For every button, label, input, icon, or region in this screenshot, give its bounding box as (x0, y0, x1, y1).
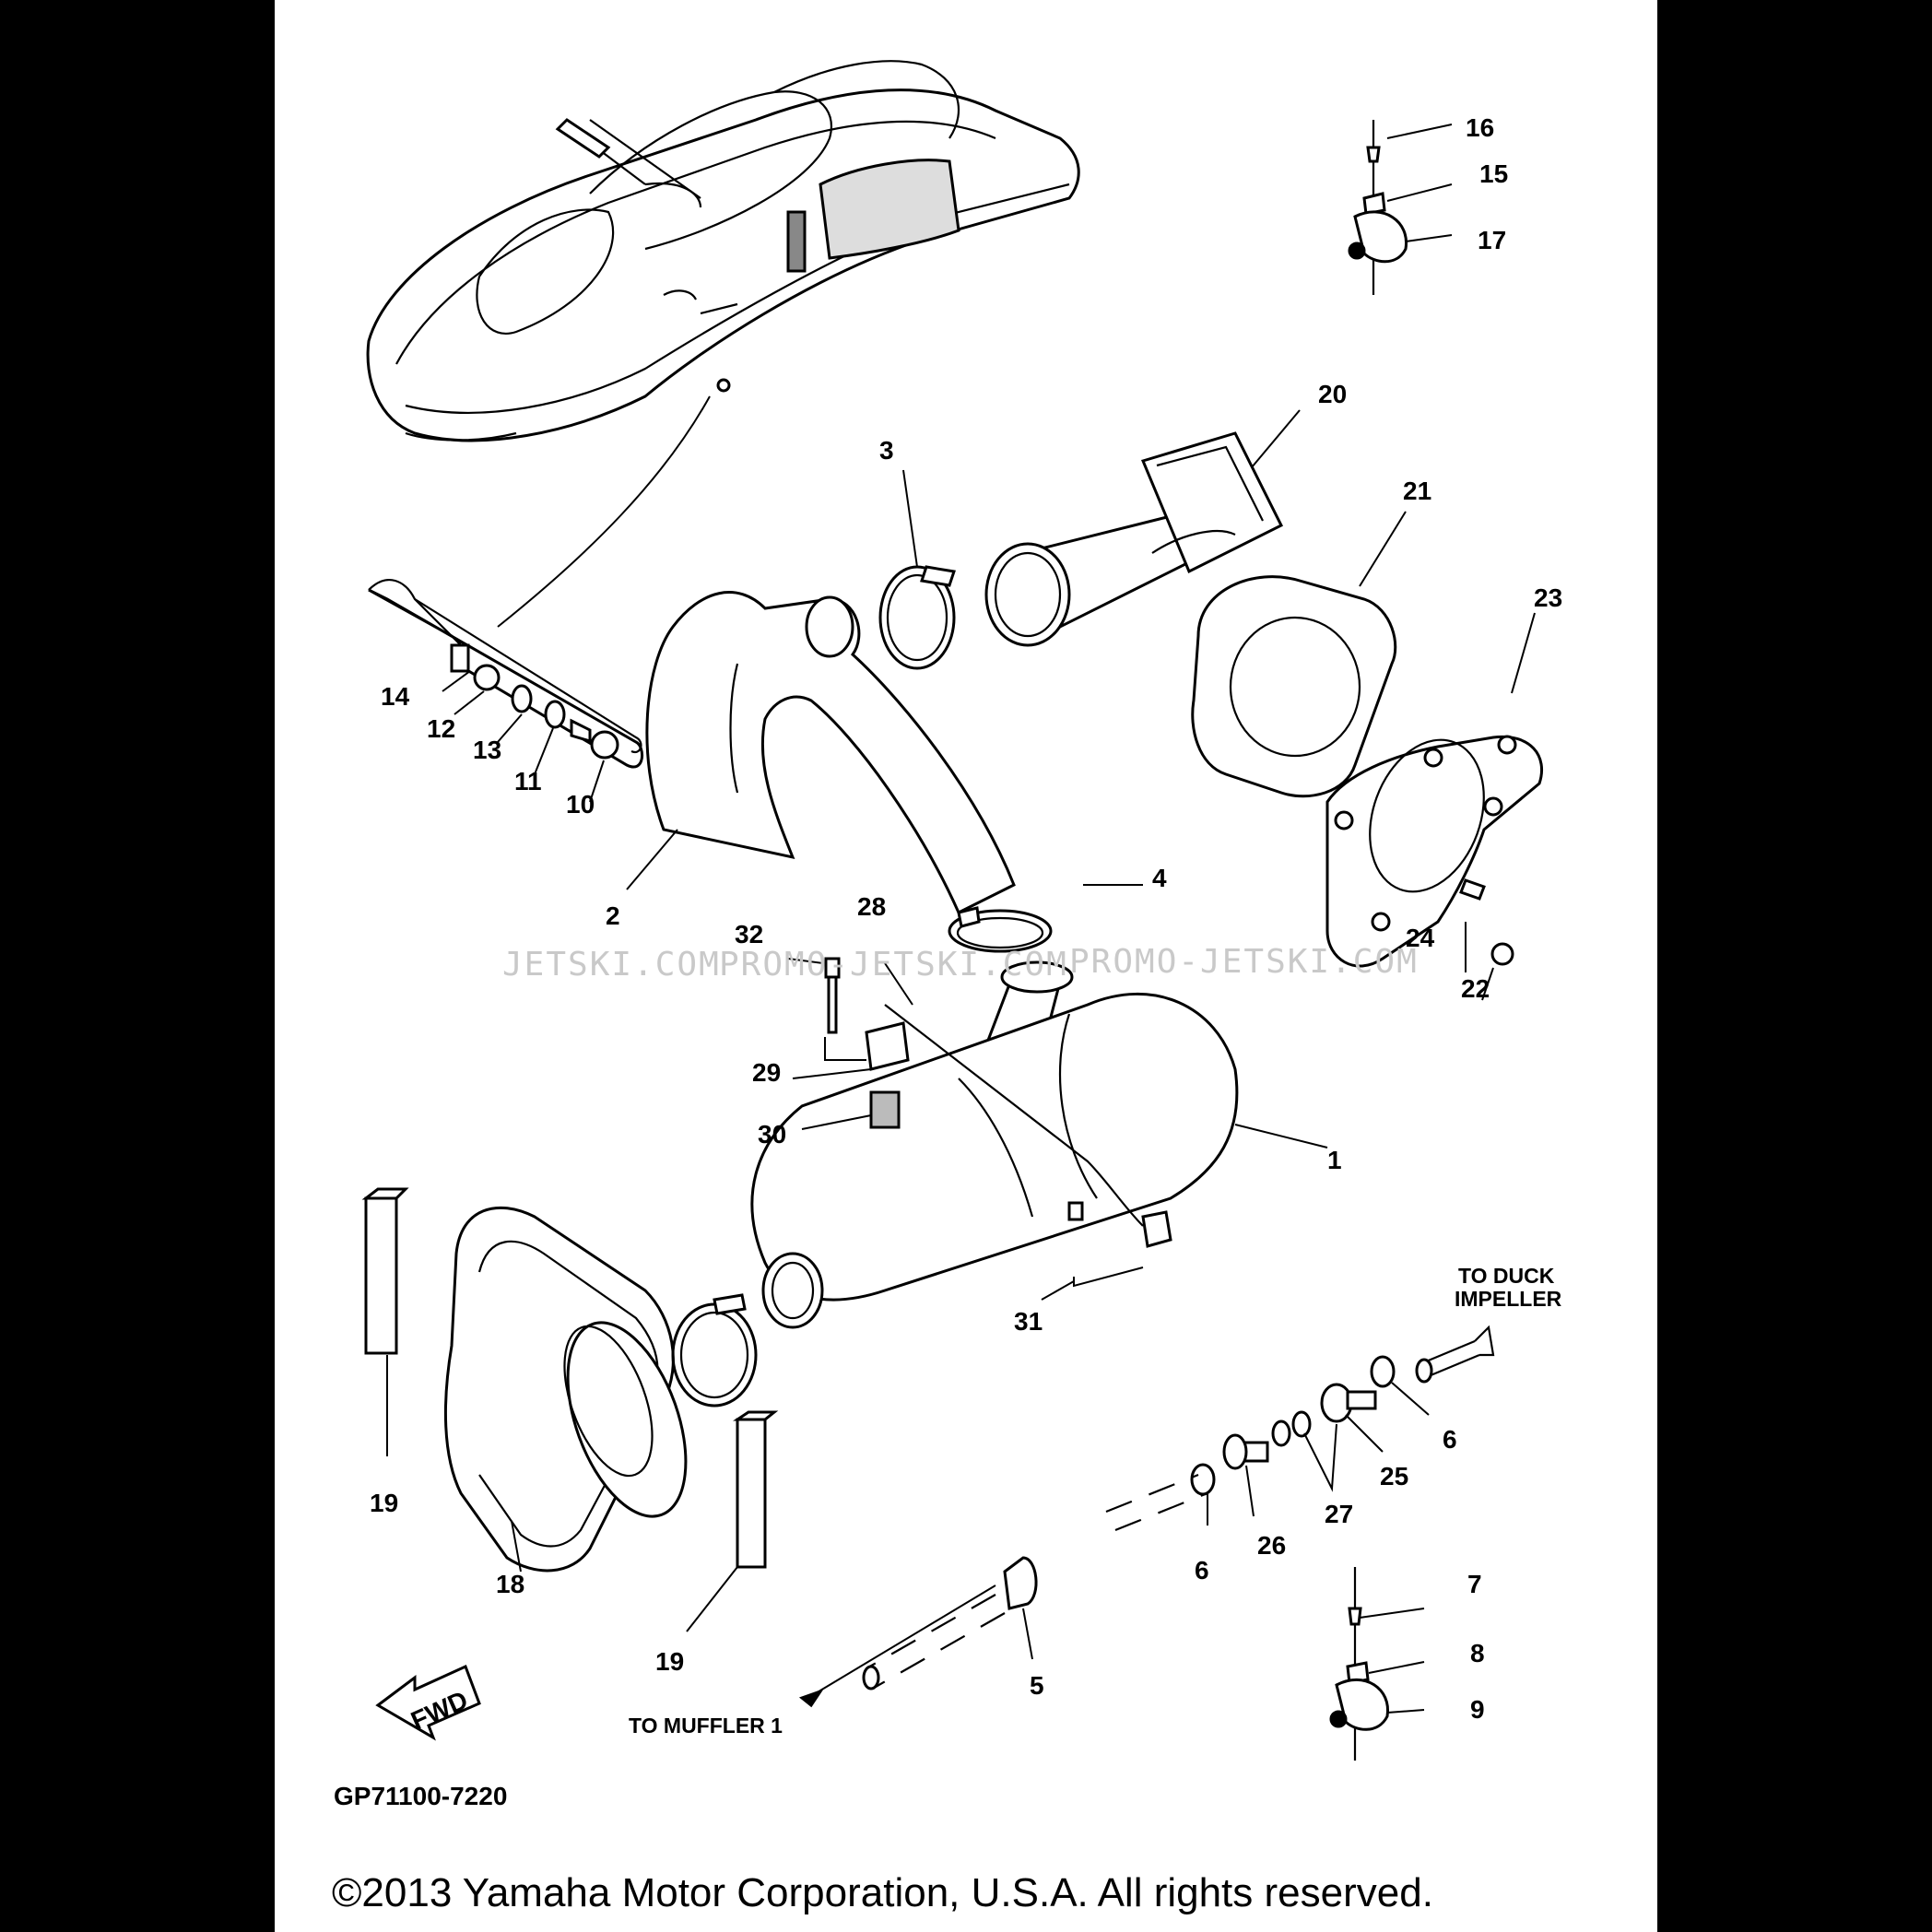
callout-30: 30 (758, 1120, 786, 1149)
callout-11: 11 (514, 767, 542, 795)
spacer-19b (733, 1410, 779, 1569)
clip-set-7-9 (1329, 1567, 1390, 1761)
muffler-1 (750, 960, 1239, 1329)
callout-labels: 16 15 17 20 21 23 3 4 2 14 12 13 11 10 2… (370, 113, 1562, 1724)
callout-20: 20 (1318, 380, 1347, 408)
spacer-19a (361, 1187, 409, 1355)
bypass-hose-assembly (798, 1325, 1495, 1708)
callout-19-left: 19 (370, 1489, 398, 1517)
callout-22: 22 (1461, 974, 1490, 1003)
direction-labels: TO DUCK IMPELLER TO MUFFLER 1 FWD (406, 1264, 1562, 1738)
watermark: JETSKI.COM PROMO-JETSKI.COM PROMO-JETSKI… (502, 943, 1419, 984)
callout-28: 28 (857, 892, 886, 921)
callout-5: 5 (1030, 1671, 1044, 1700)
callout-19-bottom: 19 (655, 1647, 684, 1676)
bracket-hardware (824, 957, 1172, 1248)
callout-6-right: 6 (1443, 1425, 1457, 1454)
callout-14: 14 (381, 682, 410, 711)
watermark-text-2: PROMO-JETSKI.COM (719, 946, 1068, 984)
callout-8: 8 (1470, 1639, 1485, 1667)
rubber-boot-18 (443, 1206, 688, 1573)
callout-9: 9 (1470, 1695, 1485, 1724)
hose-clamp-boot (671, 1293, 758, 1408)
clip-set-15-17 (1348, 120, 1408, 295)
callout-31: 31 (1014, 1307, 1043, 1336)
callout-3: 3 (879, 436, 894, 465)
callout-4: 4 (1152, 864, 1167, 892)
callout-12: 12 (427, 714, 455, 743)
callout-10: 10 (566, 790, 595, 819)
callout-2: 2 (606, 901, 620, 930)
callout-7: 7 (1467, 1570, 1482, 1598)
hose-clamp-4 (948, 906, 1053, 953)
callout-18: 18 (496, 1570, 524, 1598)
callout-25: 25 (1380, 1462, 1408, 1490)
callout-26: 26 (1257, 1531, 1286, 1560)
exhaust-joint-20 (984, 431, 1284, 647)
to-duct-label-line2: IMPELLER (1455, 1287, 1562, 1311)
to-muffler-label: TO MUFFLER 1 (629, 1714, 783, 1738)
catalog-code: GP71100-7220 (334, 1782, 507, 1810)
callout-29: 29 (752, 1058, 781, 1087)
callout-13: 13 (473, 736, 501, 764)
copyright-notice: ©2013 Yamaha Motor Corporation, U.S.A. A… (332, 1870, 1433, 1915)
watermark-text-3: PROMO-JETSKI.COM (1069, 943, 1419, 981)
watermark-text-1: JETSKI.COM (502, 946, 721, 984)
callout-32: 32 (735, 920, 763, 948)
to-duct-label-line1: TO DUCK (1458, 1264, 1555, 1288)
callout-27: 27 (1325, 1500, 1353, 1528)
callout-17: 17 (1478, 226, 1506, 254)
callout-23: 23 (1534, 583, 1562, 612)
callout-6-left: 6 (1195, 1556, 1209, 1584)
callout-21: 21 (1403, 477, 1431, 505)
callout-15: 15 (1479, 159, 1508, 188)
hose-clamp-3 (878, 565, 956, 670)
callout-16: 16 (1466, 113, 1494, 142)
callout-1: 1 (1327, 1146, 1342, 1174)
watercraft-illustration (366, 60, 1080, 442)
gasket-21 (1191, 575, 1397, 798)
forward-arrow-icon (375, 1664, 481, 1741)
hose-fitting-assembly (368, 579, 644, 769)
callout-24: 24 (1406, 924, 1435, 952)
leader-lines (386, 124, 1536, 1714)
exhaust-pipe-2 (645, 591, 1016, 915)
mounting-flange-23 (1325, 735, 1544, 968)
